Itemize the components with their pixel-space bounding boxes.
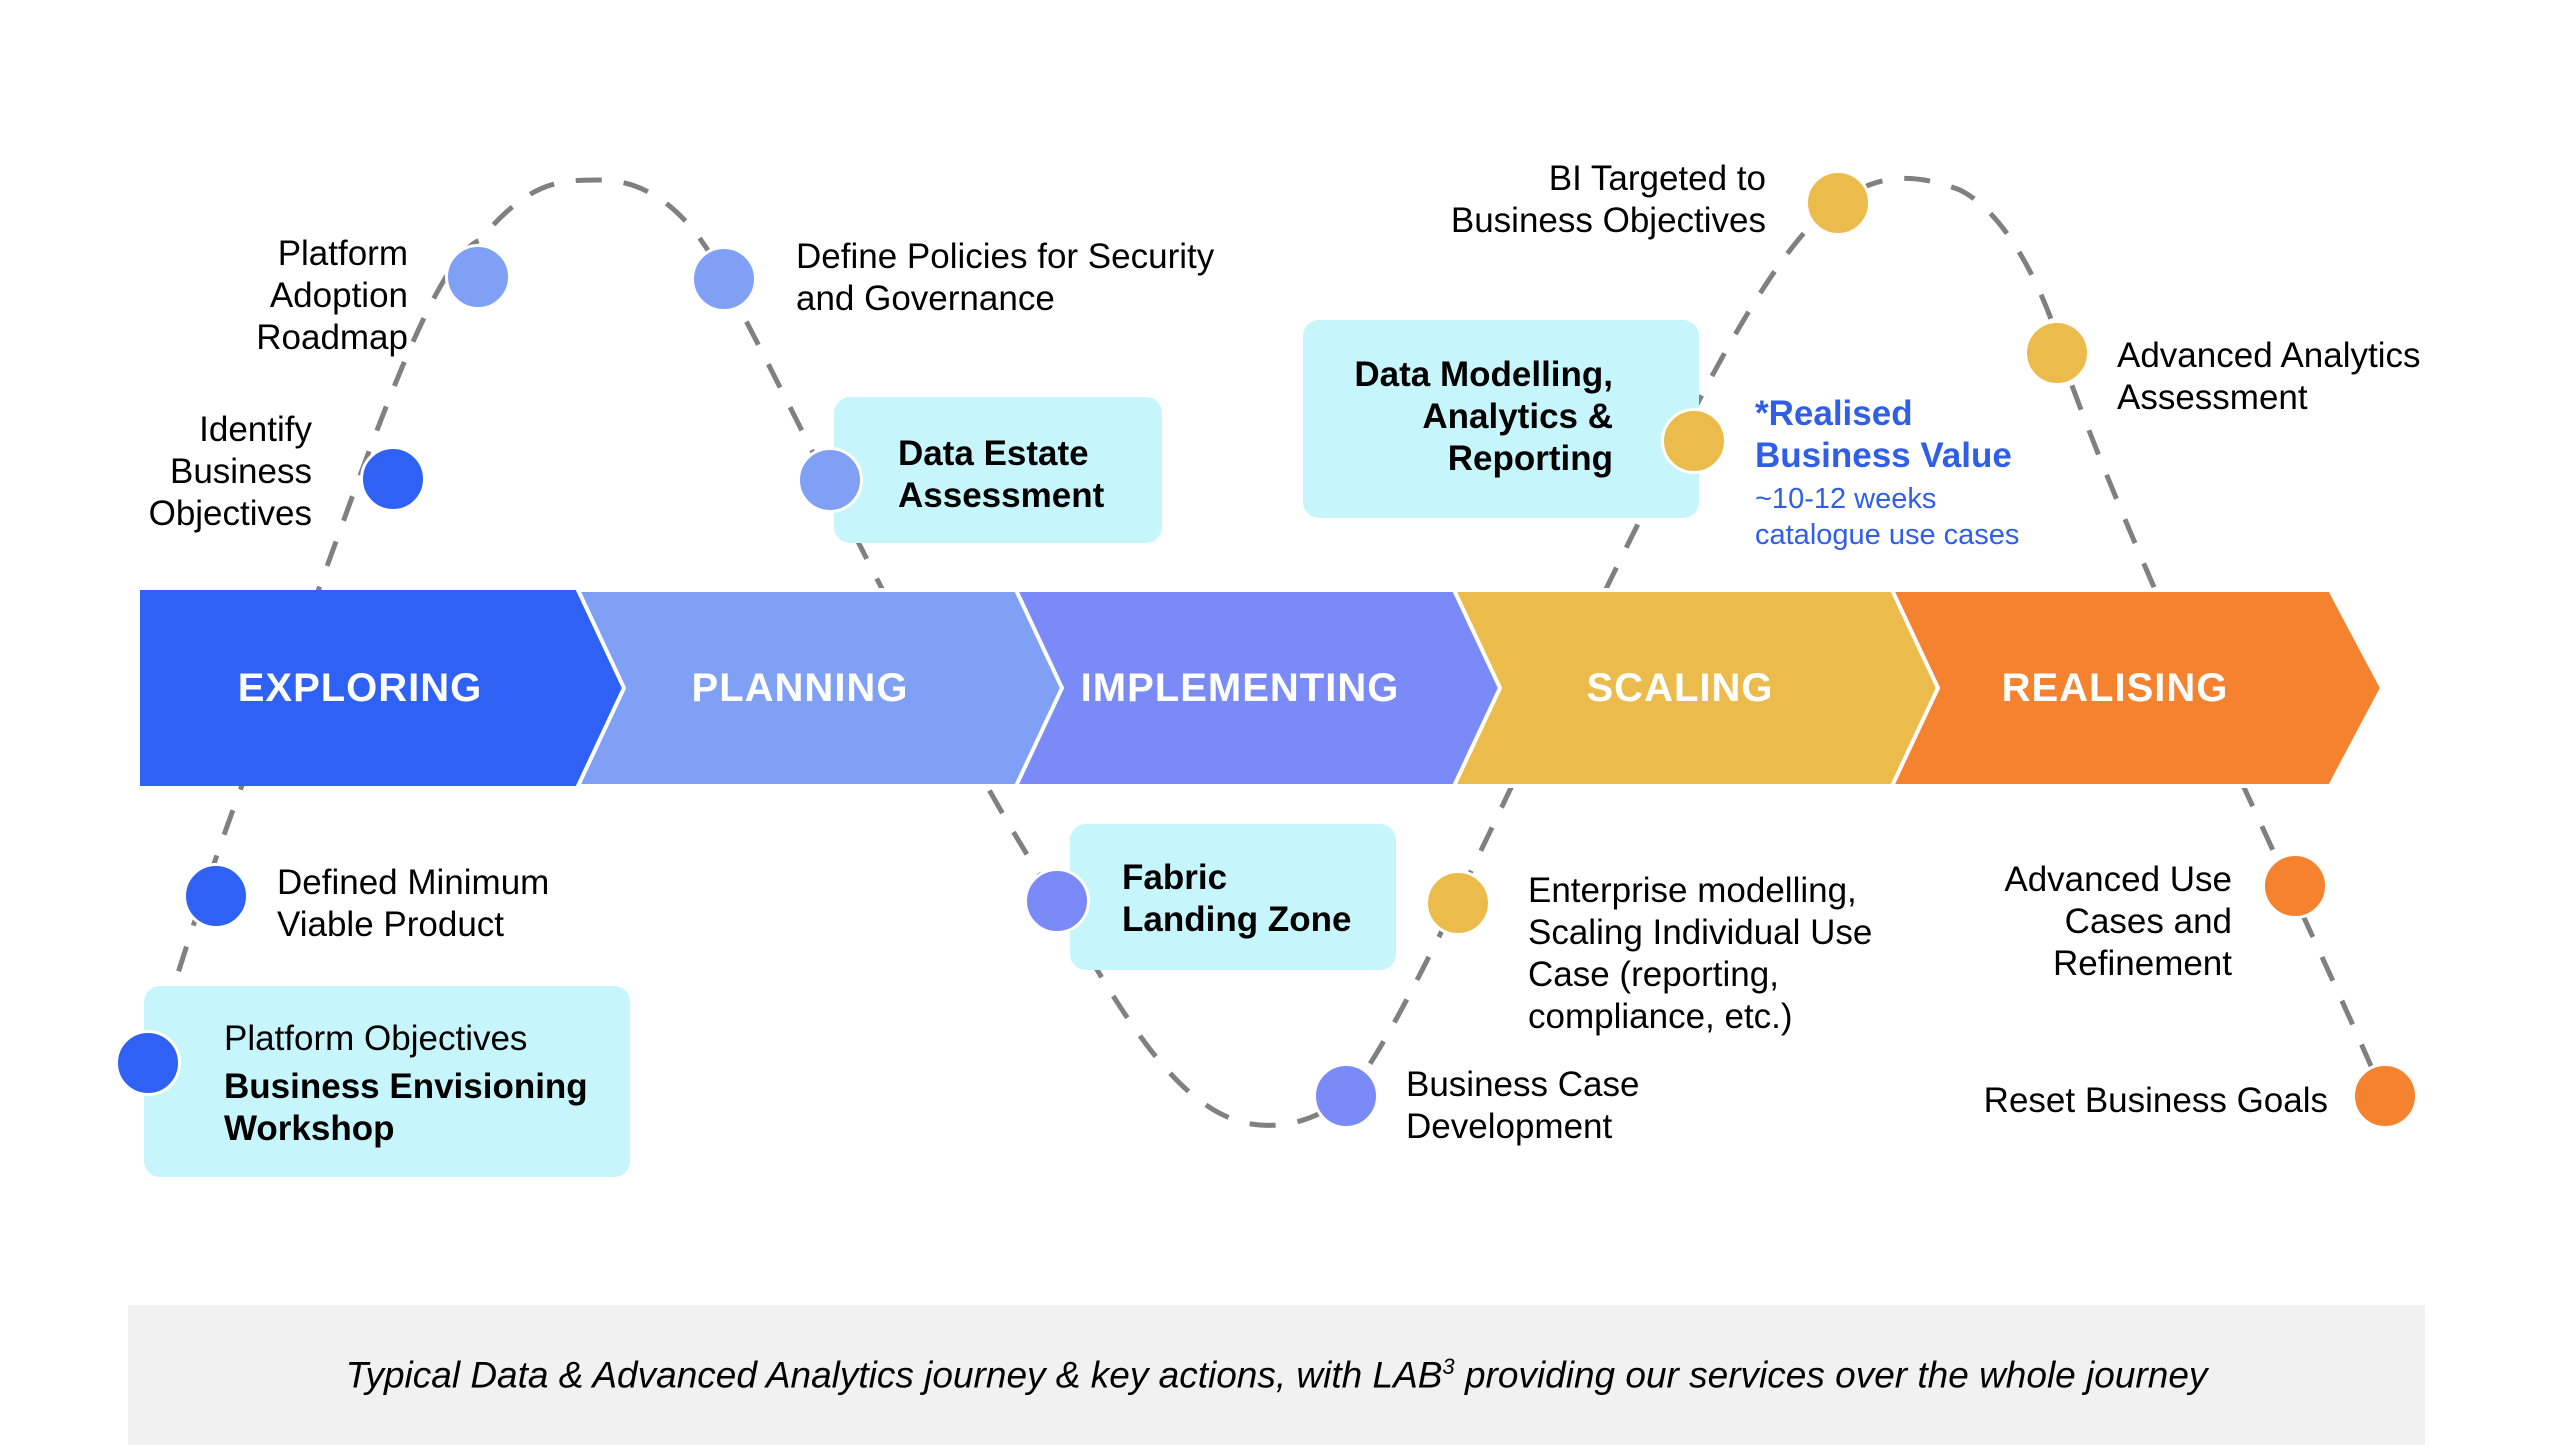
label-line: compliance, etc.): [1528, 997, 1793, 1036]
journey-path: [147, 175, 2387, 1128]
label-line: Objectives: [148, 494, 312, 533]
footer-superscript: 3: [1442, 1353, 1455, 1379]
label-line: Landing Zone: [1122, 900, 1352, 939]
label-line: Advanced Analytics: [2117, 336, 2421, 375]
milestone-fabric-landing-zone: Fabric Landing Zone: [1122, 857, 1351, 941]
realised-value-title: *Realised Business Value: [1755, 393, 2012, 477]
label-line: Reset Business Goals: [1983, 1081, 2328, 1120]
label-line: Data Modelling,: [1354, 355, 1613, 394]
milestone-dot-data-modelling: [1661, 408, 1727, 474]
label-line: catalogue use cases: [1755, 519, 2020, 551]
milestone-data-modelling: Data Modelling, Analytics & Reporting: [1320, 354, 1613, 480]
milestone-define-policies: Define Policies for Security and Governa…: [796, 236, 1214, 320]
label-line: Scaling Individual Use: [1528, 913, 1873, 952]
label-line: Define Policies for Security: [796, 237, 1215, 276]
label-line: Enterprise modelling,: [1528, 871, 1857, 910]
label-line: Development: [1406, 1107, 1613, 1146]
label-line: Business Objectives: [1450, 201, 1766, 240]
stage-label-realising: REALISING: [2001, 665, 2229, 710]
stage-chevron-exploring: [140, 590, 628, 786]
box-business-envisioning: [144, 986, 630, 1177]
label-line: Business Envisioning: [224, 1067, 588, 1106]
label-line: Advanced Use: [2004, 860, 2232, 899]
footer-text-before: Typical Data & Advanced Analytics journe…: [345, 1354, 1443, 1396]
label-line: Adoption: [269, 276, 408, 315]
milestone-platform-objectives: Platform Objectives Business Envisioning…: [224, 1018, 588, 1150]
milestone-data-estate: Data Estate Assessment: [898, 433, 1104, 517]
milestone-dot-reset-goals: [2352, 1063, 2418, 1129]
milestone-advanced-analytics: Advanced Analytics Assessment: [2117, 335, 2421, 419]
label-line: BI Targeted to: [1548, 159, 1766, 198]
milestone-adoption-roadmap: Platform Adoption Roadmap: [200, 233, 408, 359]
milestone-dot-advanced-analytics: [2024, 320, 2090, 386]
milestone-dot-advanced-use-cases: [2262, 853, 2328, 919]
milestone-bi-targeted: BI Targeted to Business Objectives: [1400, 158, 1766, 242]
milestone-dot-enterprise-modelling: [1425, 870, 1491, 936]
label-line: Assessment: [898, 476, 1105, 515]
milestone-business-case: Business Case Development: [1406, 1064, 1639, 1148]
milestone-dot-define-policies: [691, 246, 757, 312]
realised-value-subtitle: ~10-12 weeks catalogue use cases: [1755, 481, 2019, 553]
milestone-dot-adoption-roadmap: [445, 244, 511, 310]
label-line: Refinement: [2053, 944, 2232, 983]
footer-text: Typical Data & Advanced Analytics journe…: [346, 1354, 2208, 1396]
milestone-dot-business-case: [1313, 1063, 1379, 1129]
label-line: *Realised: [1755, 394, 1913, 433]
stage-label-scaling: SCALING: [1586, 665, 1774, 710]
stage-label-exploring: EXPLORING: [237, 665, 483, 710]
label-line: Viable Product: [277, 905, 505, 944]
milestone-dot-fabric-landing-zone: [1024, 868, 1090, 934]
label-line: Analytics &: [1422, 397, 1613, 436]
milestone-dot-identify-objectives: [360, 446, 426, 512]
label-line: Business Case: [1406, 1065, 1640, 1104]
box-data-modelling: [1303, 320, 1699, 518]
footer-text-after: providing our services over the whole jo…: [1454, 1354, 2208, 1396]
label-line: Identify: [199, 410, 312, 449]
milestone-defined-mvp: Defined Minimum Viable Product: [277, 862, 549, 946]
milestone-dot-bi-targeted: [1805, 170, 1871, 236]
label-line: Reporting: [1447, 439, 1613, 478]
box-data-estate: [834, 397, 1162, 543]
label-line: Platform Objectives: [224, 1019, 528, 1058]
milestone-identify-objectives: Identify Business Objectives: [110, 409, 312, 535]
label-line: Data Estate: [898, 434, 1089, 473]
milestone-dot-platform-objectives: [115, 1030, 181, 1096]
label-line: Cases and: [2064, 902, 2232, 941]
label-line: Business: [169, 452, 312, 491]
milestone-dot-data-estate: [797, 447, 863, 513]
label-line: Fabric: [1122, 858, 1228, 897]
stage-label-planning: PLANNING: [691, 665, 909, 710]
milestone-advanced-use-cases: Advanced Use Cases and Refinement: [1960, 859, 2232, 985]
label-line: Platform: [277, 234, 408, 273]
label-line: ~10-12 weeks: [1755, 483, 1937, 515]
footer-caption: Typical Data & Advanced Analytics journe…: [128, 1305, 2425, 1445]
milestone-enterprise-modelling: Enterprise modelling, Scaling Individual…: [1528, 870, 1872, 1038]
box-fabric-landing-zone: [1070, 824, 1396, 970]
label-line: Roadmap: [256, 318, 408, 357]
label-line: Business Value: [1755, 436, 2012, 475]
milestone-dot-defined-mvp: [183, 863, 249, 929]
label-line: Defined Minimum: [277, 863, 550, 902]
label-line: Case (reporting,: [1528, 955, 1779, 994]
stage-label-implementing: IMPLEMENTING: [1080, 665, 1400, 710]
label-line: and Governance: [796, 279, 1055, 318]
label-line: Workshop: [224, 1109, 395, 1148]
stage-chevron-realising: [1888, 588, 2385, 788]
label-line: Assessment: [2117, 378, 2308, 417]
milestone-reset-goals: Reset Business Goals: [1960, 1080, 2328, 1122]
